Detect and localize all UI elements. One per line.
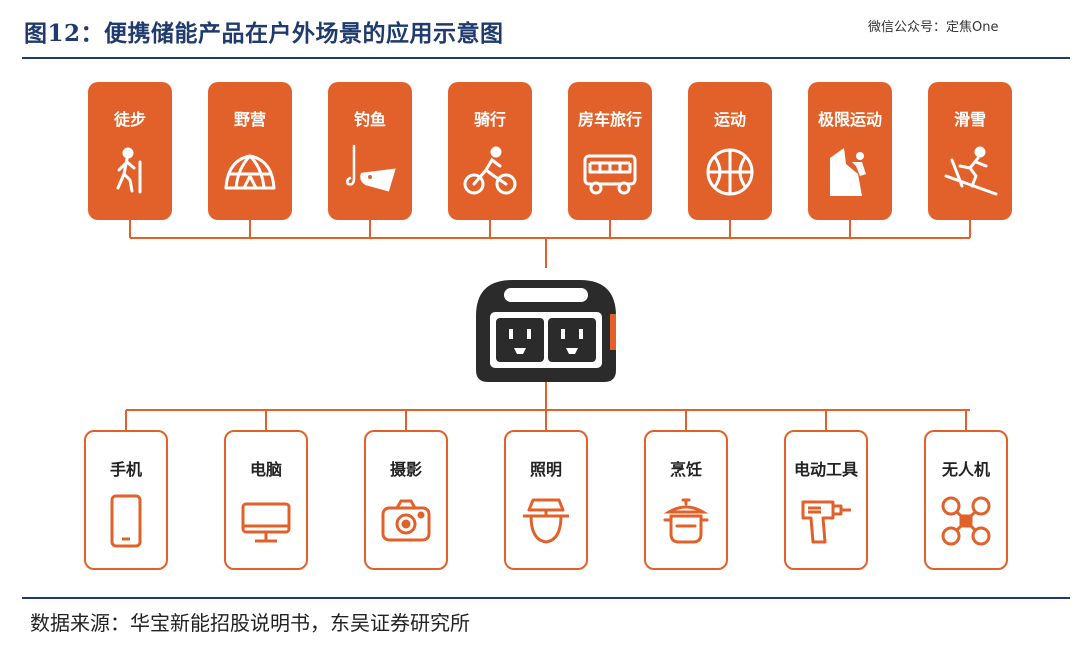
- rv-icon: [583, 154, 637, 195]
- activity-skiing: 滑雪: [928, 82, 1012, 220]
- activity-label: 野营: [233, 110, 266, 129]
- lamp-icon: [523, 498, 569, 544]
- activity-cycling: 骑行: [448, 82, 532, 220]
- figure-title: 图12：便携储能产品在户外场景的应用示意图: [24, 20, 504, 47]
- cooking-pot-icon: [663, 498, 709, 544]
- climbing-icon: [830, 148, 866, 196]
- skiing-icon: [944, 146, 998, 196]
- device-lighting: 照明: [504, 430, 588, 570]
- device-label: 摄影: [389, 460, 422, 479]
- activity-label: 骑行: [473, 110, 506, 129]
- drone-icon: [941, 496, 991, 546]
- activity-sports: 运动: [688, 82, 772, 220]
- hiking-icon: [116, 147, 142, 194]
- device-phone: 手机: [84, 430, 168, 570]
- watermark: 微信公众号：定焦One: [868, 20, 999, 35]
- activity-rv-travel: 房车旅行: [568, 82, 652, 220]
- activity-label: 徒步: [113, 110, 146, 129]
- device-power-tools: 电动工具: [784, 430, 868, 570]
- device-label: 电脑: [249, 460, 282, 479]
- device-photography: 摄影: [364, 430, 448, 570]
- tent-icon: [224, 154, 276, 190]
- device-computer: 电脑: [224, 430, 308, 570]
- fishing-icon: [346, 144, 396, 192]
- title-rule: [22, 57, 1070, 59]
- device-label: 照明: [529, 460, 562, 479]
- monitor-icon: [241, 502, 291, 543]
- device-label: 烹饪: [669, 460, 702, 479]
- portable-power-station-icon: [476, 280, 616, 382]
- source-note: 数据来源：华宝新能招股说明书，东吴证券研究所: [30, 611, 470, 635]
- activity-extreme-sports: 极限运动: [808, 82, 892, 220]
- drill-icon: [801, 500, 851, 544]
- activity-label: 极限运动: [817, 110, 882, 129]
- activity-label: 运动: [713, 110, 746, 129]
- activity-fishing: 钓鱼: [328, 82, 412, 220]
- device-label: 电动工具: [793, 460, 858, 479]
- source-rule: [22, 597, 1070, 599]
- activity-label: 滑雪: [953, 110, 986, 129]
- cycling-icon: [463, 146, 517, 195]
- camera-icon: [381, 499, 431, 542]
- device-drone: 无人机: [924, 430, 1008, 570]
- activity-label: 房车旅行: [577, 110, 642, 129]
- activity-hiking: 徒步: [88, 82, 172, 220]
- phone-icon: [110, 494, 142, 548]
- device-cooking: 烹饪: [644, 430, 728, 570]
- device-label: 无人机: [941, 460, 990, 479]
- device-label: 手机: [109, 460, 142, 479]
- activity-camping: 野营: [208, 82, 292, 220]
- ball-icon: [706, 148, 754, 196]
- activity-label: 钓鱼: [353, 110, 386, 129]
